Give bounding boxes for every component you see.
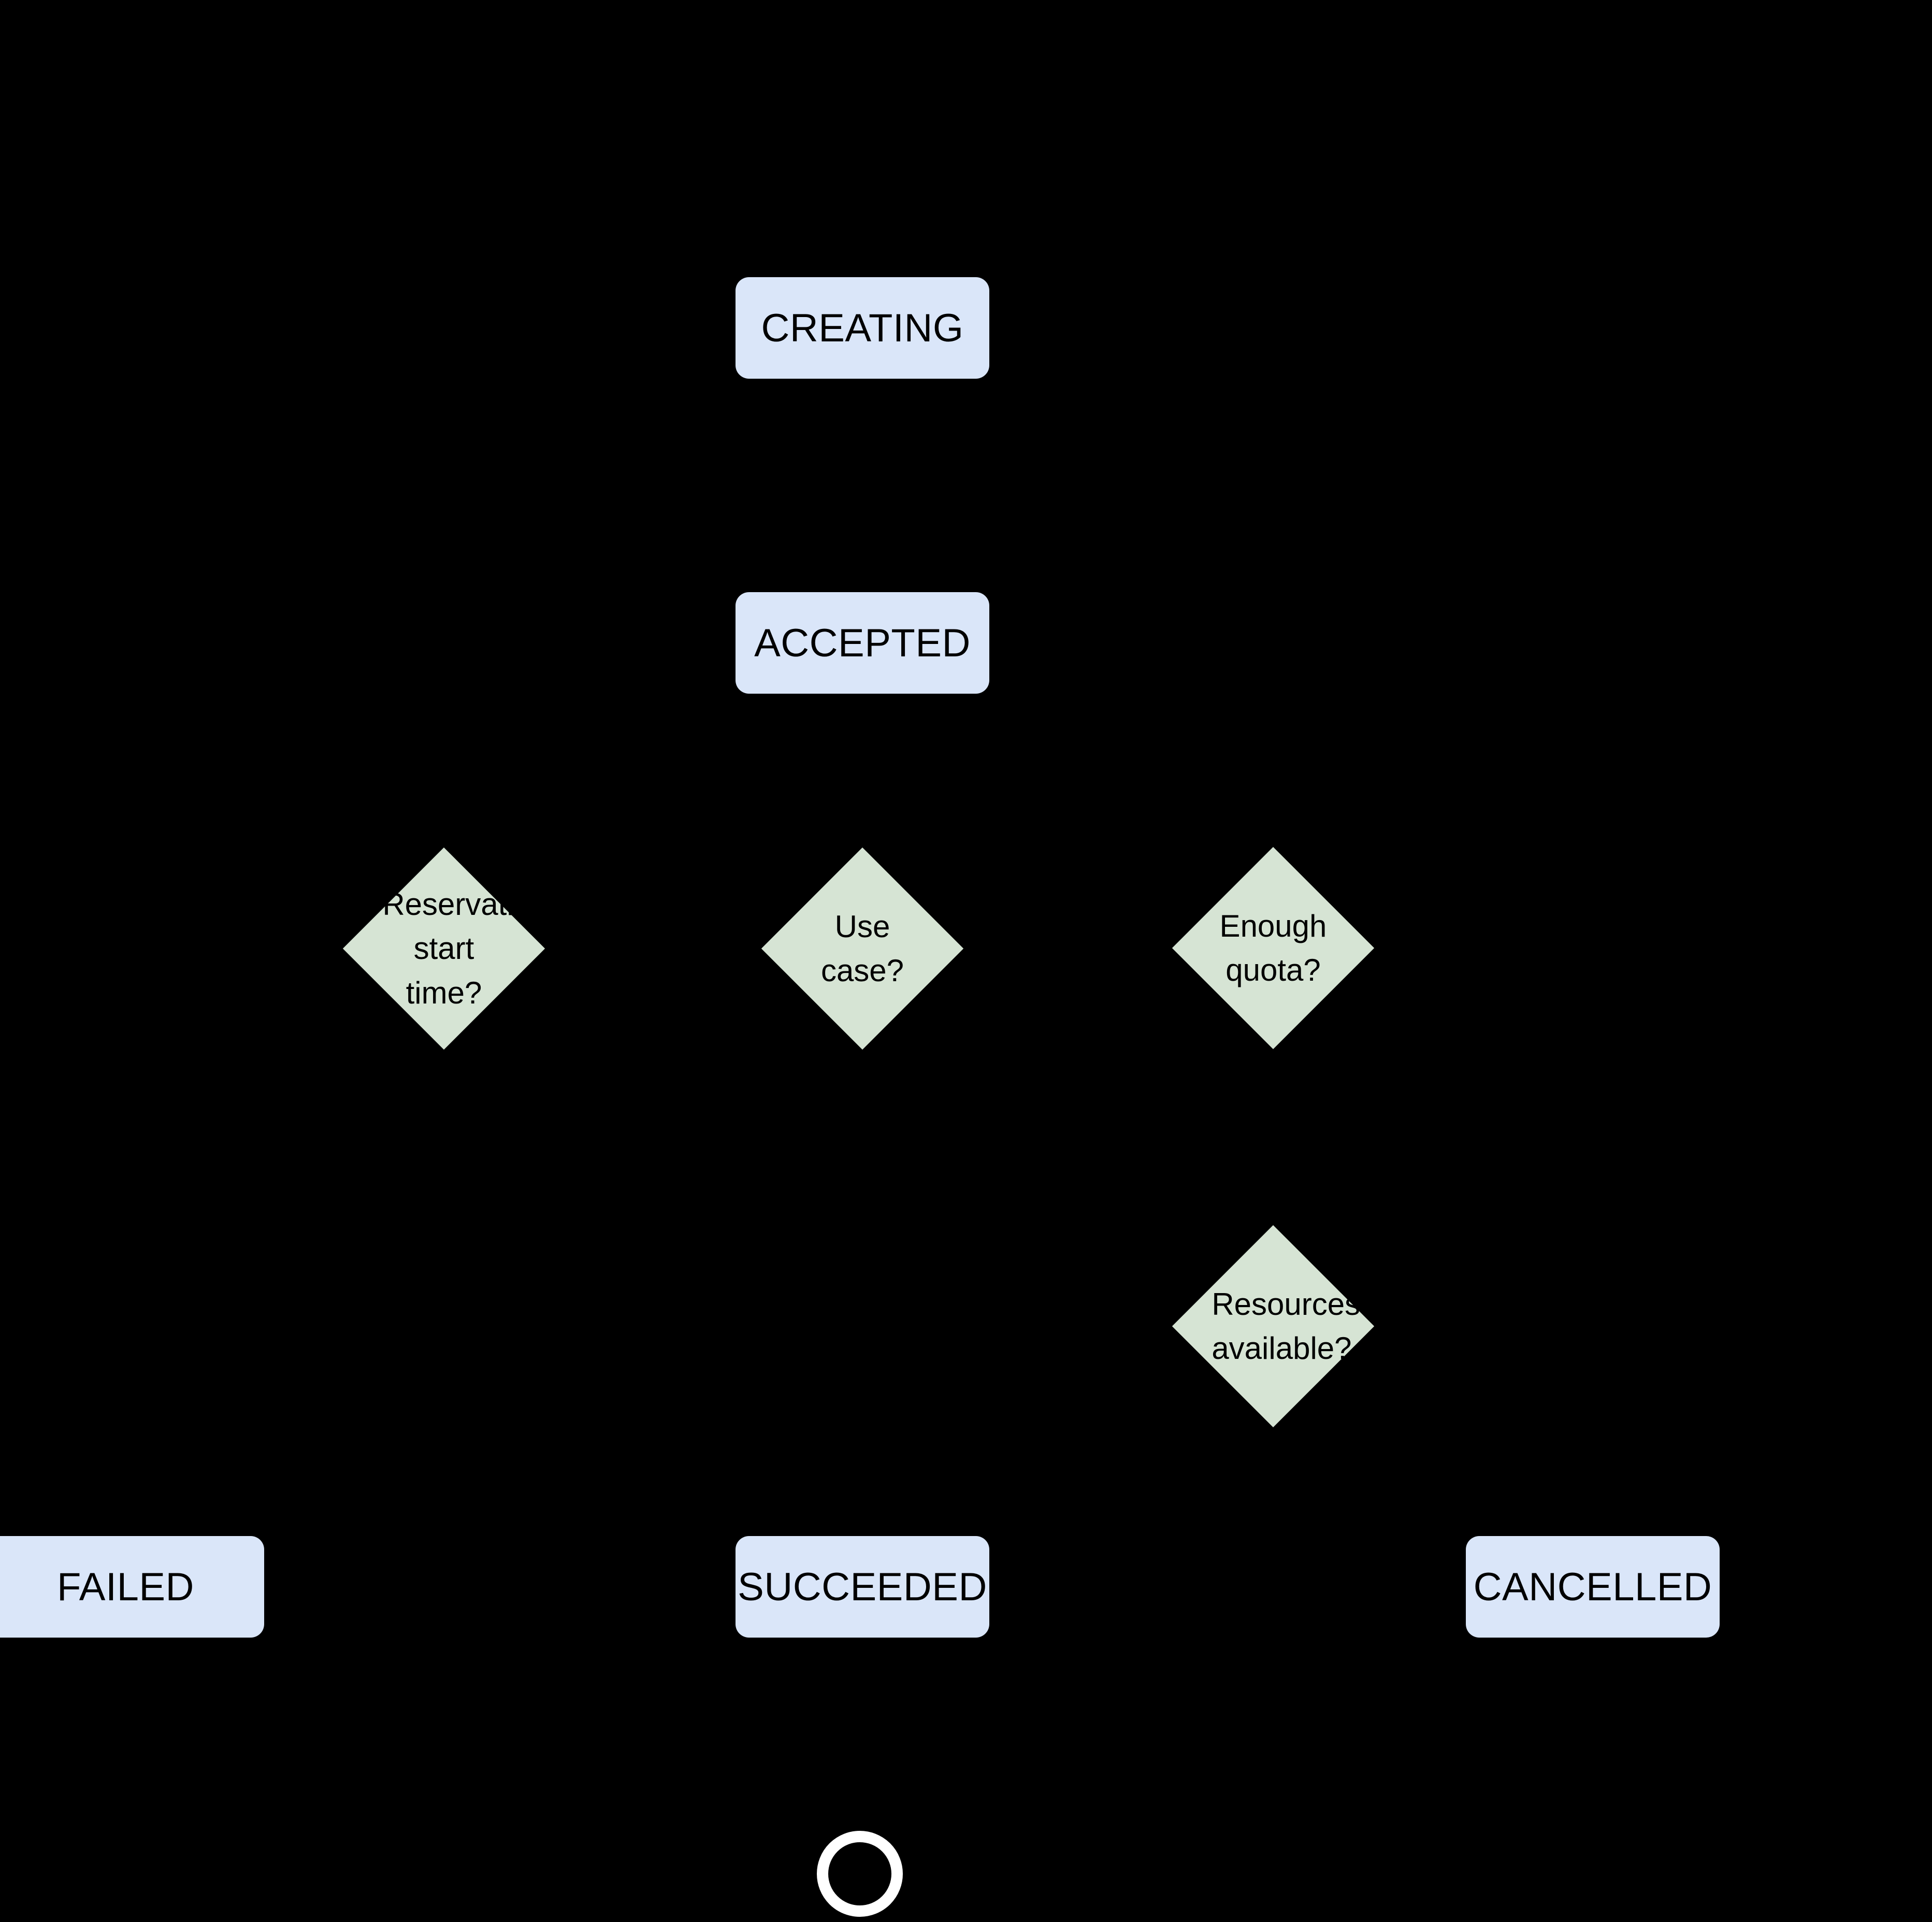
arrowhead-accepted (852, 571, 873, 592)
state-label-failed: FAILED (57, 1565, 194, 1609)
edge-reservation-failed (124, 1020, 446, 1536)
state-node-creating[interactable]: CREATING (736, 277, 989, 379)
decision-label-resources-available: Resources available? (1212, 1286, 1361, 1366)
decision-node-resources-available[interactable]: Resources available? (1172, 1225, 1375, 1428)
state-label-creating: CREATING (761, 306, 964, 350)
decision-label-enough-quota: Enough quota? (1219, 908, 1327, 987)
edge-accepted-quota (860, 694, 1275, 877)
state-node-cancelled[interactable]: CANCELLED (1466, 1536, 1720, 1638)
state-node-succeeded[interactable]: SUCCEEDED (736, 1536, 989, 1638)
state-node-failed[interactable]: FAILED (0, 1536, 264, 1638)
state-label-cancelled: CANCELLED (1473, 1565, 1712, 1609)
state-label-accepted: ACCEPTED (754, 621, 971, 665)
arrowhead-failed (116, 1515, 136, 1536)
decision-node-enough-quota[interactable]: Enough quota? (1172, 847, 1375, 1050)
decision-node-use-case[interactable]: Use case? (761, 847, 964, 1050)
arrowhead-succeeded (852, 1515, 873, 1536)
arrowhead-end (852, 1810, 873, 1831)
decision-label-reservation-start-time: Reservation start time? (382, 887, 549, 1010)
state-node-accepted[interactable]: ACCEPTED (736, 592, 989, 694)
arrowhead-cancelled (1582, 1515, 1603, 1536)
decision-node-reservation-start-time[interactable]: Reservation start time? (342, 847, 549, 1050)
edge-resources-cancelled (1271, 1398, 1595, 1536)
state-label-succeeded: SUCCEEDED (738, 1565, 987, 1609)
decision-label-use-case: Use case? (820, 909, 904, 988)
edge-accepted-reservation (442, 694, 864, 877)
terminal-end-node[interactable] (817, 1831, 903, 1917)
